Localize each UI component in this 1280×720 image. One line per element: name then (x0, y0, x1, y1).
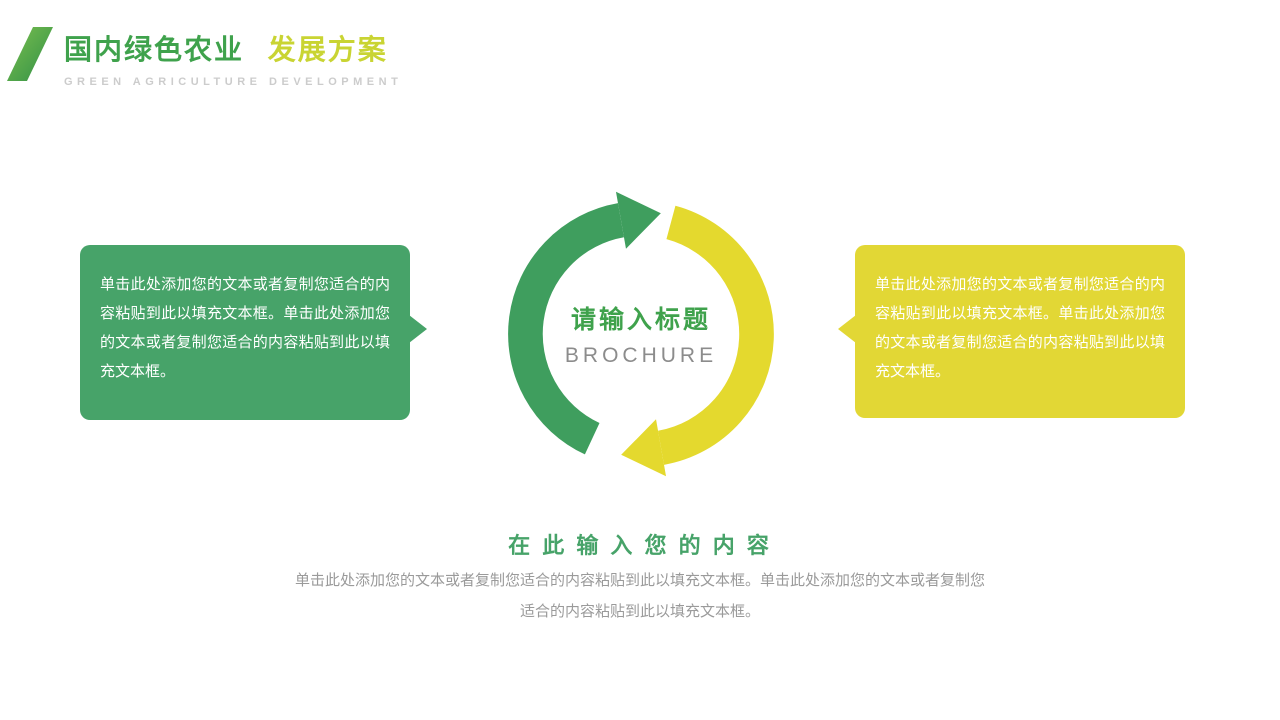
cycle-arrows-icon (508, 191, 774, 477)
slide-title-main: 国内绿色农业 (64, 34, 245, 65)
left-bubble-pointer (409, 315, 427, 343)
slide-header: 国内绿色农业 发展方案 GREEN AGRICULTURE DEVELOPMEN… (0, 0, 1280, 110)
left-bubble-text: 单击此处添加您的文本或者复制您适合的内容粘贴到此以填充文本框。单击此处添加您的文… (100, 276, 390, 380)
right-bubble-pointer (838, 315, 856, 343)
left-text-bubble[interactable]: 单击此处添加您的文本或者复制您适合的内容粘贴到此以填充文本框。单击此处添加您的文… (80, 245, 427, 420)
footer-heading[interactable]: 在 此 输 入 您 的 内 容 (508, 533, 772, 558)
yellow-arrowhead-icon (621, 419, 667, 477)
green-arc (508, 203, 625, 455)
footer-body-text[interactable]: 单击此处添加您的文本或者复制您适合的内容粘贴到此以填充文本框。单击此处添加您的文… (294, 572, 985, 620)
right-bubble-text: 单击此处添加您的文本或者复制您适合的内容粘贴到此以填充文本框。单击此处添加您的文… (875, 276, 1165, 380)
yellow-arc (657, 205, 774, 465)
green-arrowhead-icon (615, 191, 661, 249)
cycle-diagram: 请输入标题 BROCHURE (487, 180, 795, 488)
leaf-ribbon-logo-icon (7, 27, 53, 81)
cycle-center-subtitle: BROCHURE (564, 344, 718, 367)
slide-title-accent: 发展方案 (267, 34, 388, 65)
header-titles: 国内绿色农业 发展方案 GREEN AGRICULTURE DEVELOPMEN… (64, 28, 402, 88)
slide-title: 国内绿色农业 发展方案 (64, 28, 402, 68)
right-text-bubble[interactable]: 单击此处添加您的文本或者复制您适合的内容粘贴到此以填充文本框。单击此处添加您的文… (838, 245, 1185, 418)
slide-subtitle: GREEN AGRICULTURE DEVELOPMENT (64, 76, 403, 88)
cycle-center-label[interactable]: 请输入标题 BROCHURE (487, 180, 795, 488)
cycle-center-title: 请输入标题 (570, 306, 711, 334)
